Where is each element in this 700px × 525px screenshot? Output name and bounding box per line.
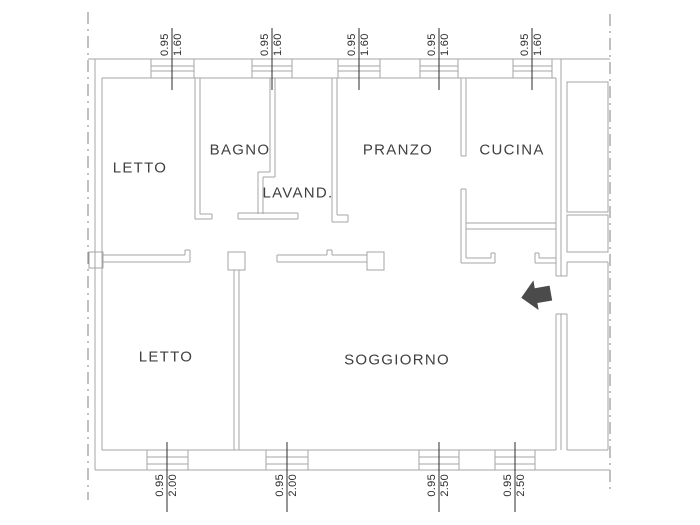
- dimension-label-top-3: 0.95 1.60: [341, 20, 377, 56]
- dimension-label-top-2: 0.95 1.60: [254, 20, 290, 56]
- dimension-label-top-1: 0.95 1.60: [154, 20, 190, 56]
- room-label-letto-2: LETTO: [138, 348, 194, 366]
- dimension-height: 2.00: [287, 474, 299, 497]
- interior-walls: [88, 78, 556, 450]
- balcony-outlines: [566, 81, 609, 451]
- property-boundary-lines: [87, 12, 611, 500]
- dimension-width: 0.95: [159, 33, 171, 56]
- dimension-width: 0.95: [274, 474, 286, 497]
- dimension-width: 0.95: [426, 474, 438, 497]
- dimension-label-top-5: 0.95 1.60: [514, 20, 550, 56]
- dimension-height: 2.50: [515, 474, 527, 497]
- dimension-width: 0.95: [519, 33, 531, 56]
- dimension-label-bottom-2: 0.95 2.00: [269, 474, 305, 510]
- dimension-height: 1.60: [172, 33, 184, 56]
- dimension-label-bottom-1: 0.95 2.00: [149, 474, 185, 510]
- dimension-height: 1.60: [272, 33, 284, 56]
- dimension-height: 1.60: [532, 33, 544, 56]
- windows-top: [150, 59, 553, 78]
- dimension-label-bottom-3: 0.95 2.50: [421, 474, 457, 510]
- dimension-label-bottom-4: 0.95 2.50: [497, 474, 533, 510]
- dimension-width: 0.95: [346, 33, 358, 56]
- dimension-label-top-4: 0.95 1.60: [421, 20, 457, 56]
- entrance-arrow-icon: [521, 280, 553, 310]
- dimension-height: 1.60: [359, 33, 371, 56]
- dimension-width: 0.95: [154, 474, 166, 497]
- room-label-letto-1: LETTO: [112, 159, 168, 177]
- exterior-walls: [88, 58, 610, 471]
- room-label-cucina: CUCINA: [479, 141, 545, 159]
- room-label-soggiorno: SOGGIORNO: [344, 351, 450, 369]
- dimension-height: 2.00: [167, 474, 179, 497]
- dimension-width: 0.95: [426, 33, 438, 56]
- room-label-pranzo: PRANZO: [362, 141, 434, 159]
- dimension-lines: [166, 28, 533, 512]
- windows-bottom: [146, 450, 536, 470]
- dimension-height: 2.50: [439, 474, 451, 497]
- room-label-lavanderia: LAVAND.: [262, 184, 334, 202]
- dimension-height: 1.60: [439, 33, 451, 56]
- dimension-width: 0.95: [502, 474, 514, 497]
- room-label-bagno: BAGNO: [209, 141, 271, 159]
- dimension-width: 0.95: [259, 33, 271, 56]
